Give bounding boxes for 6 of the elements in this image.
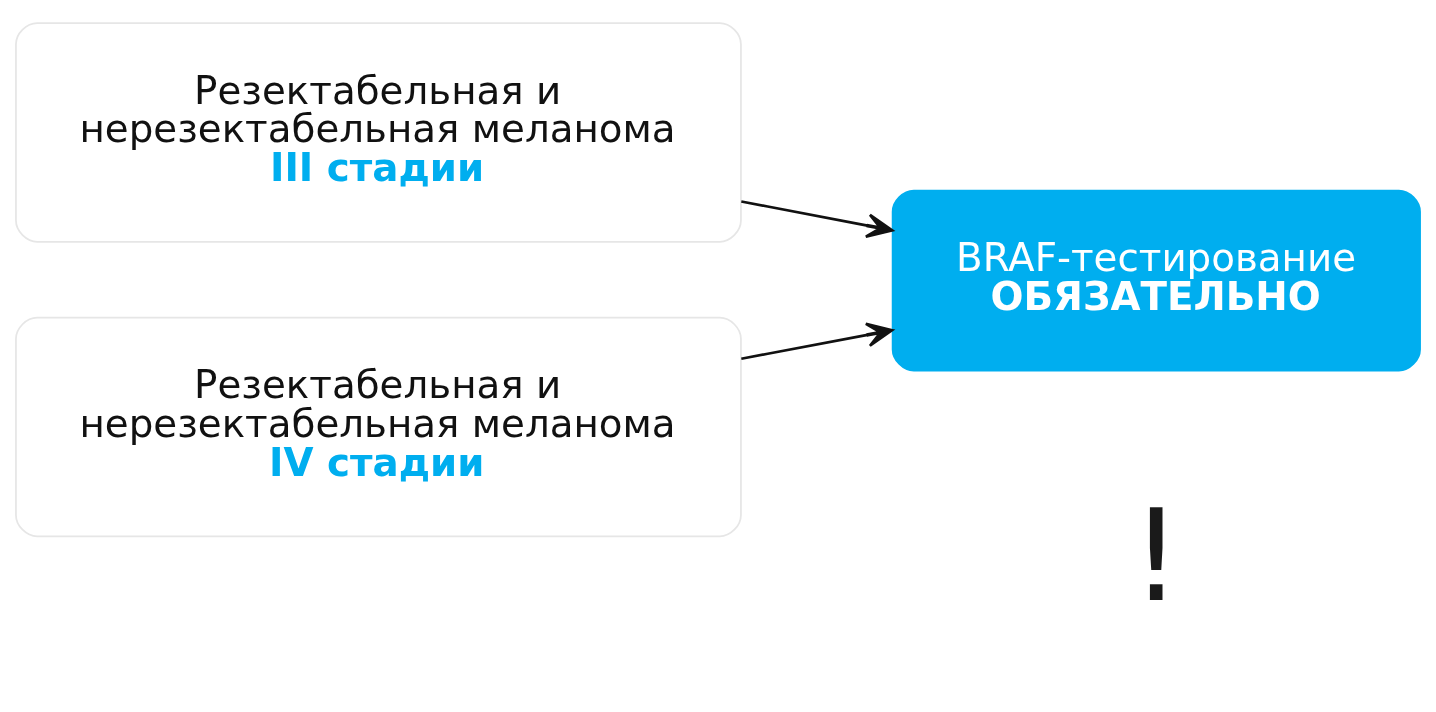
node-box: Резектабельная и нерезектабельная меланома III стадии: [15, 22, 742, 243]
arrow: [741, 200, 894, 238]
arrow: [741, 322, 894, 361]
node-box: BRAF-тестирование ОБЯЗАТЕЛЬНО: [891, 189, 1421, 372]
label: !: [1130, 482, 1182, 631]
node-box: Резектабельная и нерезектабельная меланома IV стадии: [15, 316, 742, 538]
